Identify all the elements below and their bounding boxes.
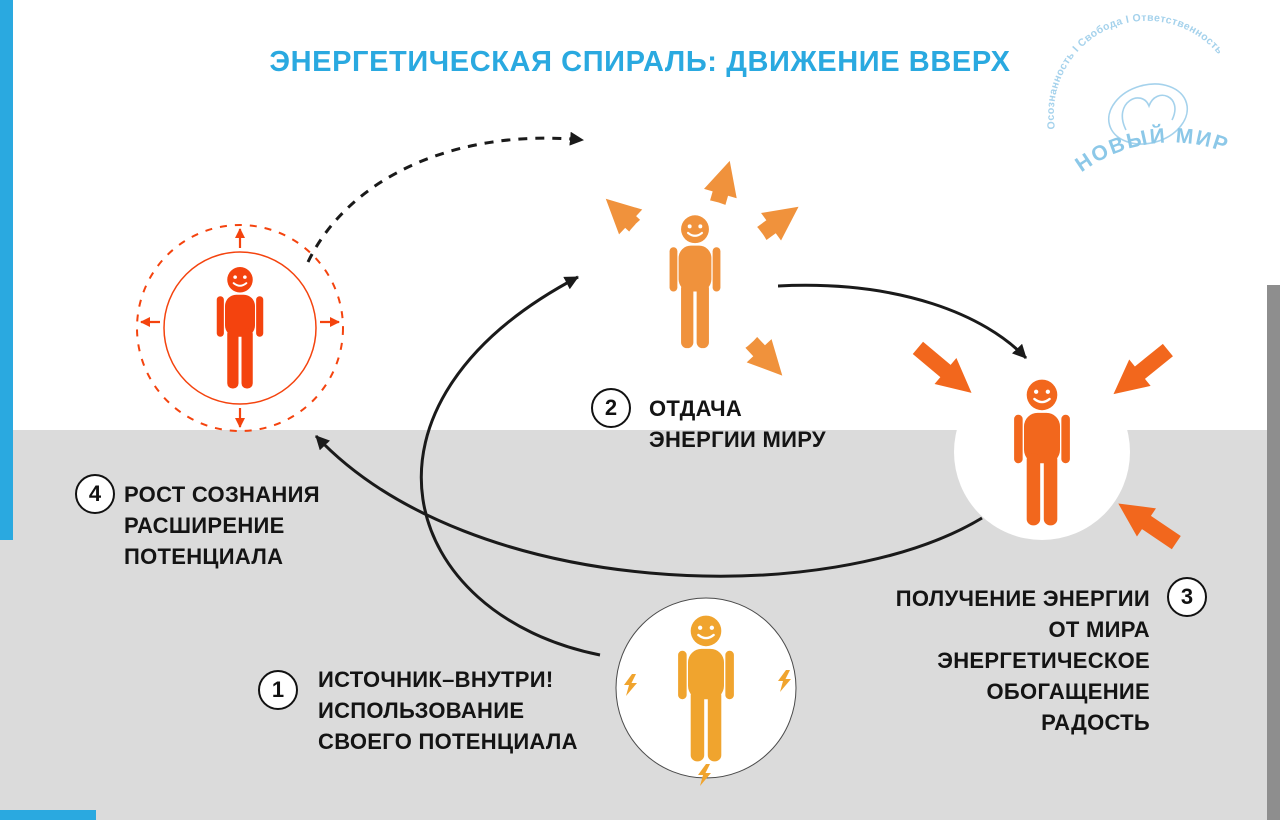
logo: Осознанность I Свобода I Ответственность… — [1045, 12, 1232, 177]
logo-name: НОВЫЙ МИР — [1071, 123, 1232, 176]
step-label-2: ОТДАЧА ЭНЕРГИИ МИРУ — [649, 396, 826, 452]
figure-giving-energy — [594, 156, 809, 388]
step-label-1: ИСТОЧНИК–ВНУТРИ! ИСПОЛЬЗОВАНИЕ СВОЕГО ПО… — [318, 667, 578, 754]
arrow-step2-to-step3 — [777, 283, 1028, 360]
expansion-arrows — [140, 228, 340, 428]
step-label-3: ПОЛУЧЕНИЕ ЭНЕРГИИ ОТ МИРА ЭНЕРГЕТИЧЕСКОЕ… — [895, 586, 1150, 735]
step-badge-4: 4 — [75, 474, 115, 514]
right-gray-bar — [1267, 285, 1280, 820]
arrow-step4-upward-dashed — [306, 131, 584, 263]
figure-growth-consciousness — [136, 224, 344, 432]
left-blue-bar — [0, 0, 13, 540]
figure-receiving-energy — [906, 334, 1186, 557]
figure-inner-source — [615, 597, 797, 786]
step-badge-3: 3 — [1167, 577, 1207, 617]
page-title: ЭНЕРГЕТИЧЕСКАЯ СПИРАЛЬ: ДВИЖЕНИЕ ВВЕРХ — [269, 46, 1011, 78]
arrow-step1-to-step2 — [419, 275, 601, 657]
globe-heart-icon — [1107, 83, 1189, 145]
step-label-4: РОСТ СОЗНАНИЯ РАСШИРЕНИЕ ПОТЕНЦИАЛА — [124, 482, 320, 569]
spiral-arrows — [306, 131, 1028, 657]
step-badge-2: 2 — [591, 388, 631, 428]
expansion-dashed-circle — [136, 224, 344, 432]
step-badge-1: 1 — [258, 670, 298, 710]
bottom-blue-bar — [0, 810, 96, 820]
arrow-step3-to-step4 — [314, 434, 983, 578]
